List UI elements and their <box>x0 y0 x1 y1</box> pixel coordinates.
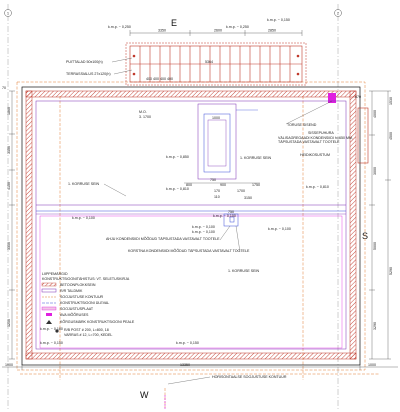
dim-bottom-right: 1000 <box>368 363 376 367</box>
label-sisu-3: TÄPSUSTADA VASTAVALT TOOTELE <box>278 140 340 144</box>
label-terrassialus: TERRASSIALUS 27x120(h) <box>66 72 111 76</box>
label-mo-size: 3. 1700 <box>139 115 151 119</box>
legend-item-7: KÕRGUSMÄRK KONSTRUKTSIOONI PEALE <box>60 319 135 324</box>
korruse-sein-bottom: 1. KORRUSE SEIN <box>228 269 260 273</box>
label-toruse: TORUSE SISEND <box>287 123 317 127</box>
stair-dim-a: 750 <box>210 178 216 182</box>
dim-left-1: 1860 <box>7 107 11 115</box>
dim-right-3: 5000 <box>373 242 377 250</box>
level-9: k.m.p. ~ 0,180 <box>40 327 63 331</box>
legend-item-3: SOOJUSTUSE KONTUUR <box>60 295 104 299</box>
dim-top-a: 3350 <box>158 29 166 33</box>
dim-1700: 1700 <box>237 189 245 193</box>
level-top-a: k.m.p. ~ 0,250 <box>108 25 131 29</box>
axis-1-bubble <box>4 9 12 17</box>
level-top-c: k.m.p. ~ 0,150 <box>267 18 290 22</box>
stair-width: 1000 <box>212 116 220 120</box>
stair-dim-d: 1750 <box>252 183 260 187</box>
orient-bottom: W <box>140 390 149 400</box>
dim-right-7: 1530 <box>389 97 393 105</box>
top-dimensions <box>129 30 303 36</box>
dim-right-1: 4000 <box>373 110 377 118</box>
heater-boxes <box>223 213 239 227</box>
label-sisu-1: SISSEPUHURA <box>308 131 334 135</box>
level-3: k.m.p. ~ 0,810 <box>306 185 329 189</box>
level-6: k.m.p. ~ 0,100 <box>268 227 291 231</box>
level-4: k.m.p. ~ 0,100 <box>213 214 236 218</box>
dim-left-4: 3350 <box>7 242 11 250</box>
axis-2-label: 2 <box>337 11 340 16</box>
magenta-corner-block <box>328 93 336 103</box>
dim-170: 170 <box>214 189 220 193</box>
dim-right-5: 4500 <box>389 132 393 140</box>
terrace-plank-dims: 400 400 400 400 <box>146 77 173 81</box>
level-top-b: k.m.p. ~ 0,250 <box>226 25 249 29</box>
dim-top-d: 5364 <box>205 60 213 64</box>
level-1: k.m.p. ~ 0,850 <box>166 155 189 159</box>
right-annex <box>357 107 369 164</box>
dim-right-2: 3000 <box>373 167 377 175</box>
terrace <box>125 42 307 86</box>
korruse-sein-left: 1. KORRUSE SEIN <box>68 182 100 186</box>
dim-right-top: 670 <box>355 95 361 99</box>
dim-top-b: 2600 <box>214 29 222 33</box>
label-horizontal-insulation: HORISONTAALSE SOOJUSTUSE KONTUUR <box>212 375 287 379</box>
dim-3150: 3150 <box>244 196 252 200</box>
korruse-sein-top-right: 1. KORRUSE SEIN <box>240 156 272 160</box>
label-sisu-2: VÄLISAGREGAADI KONDENSIIDI h=650 MM, <box>278 136 353 140</box>
legend-item-1: BETOONPLOKKSEIN <box>60 283 96 287</box>
dim-left-3: 4150 <box>7 182 11 190</box>
legend-item-6: AVA MÕÕRUSES <box>60 312 89 317</box>
dim-bottom-left: 1000 <box>5 363 13 367</box>
level-8: k.m.p. ~ 0,100 <box>192 230 215 234</box>
dim-top-c: 2850 <box>268 29 276 33</box>
legend-item-5: SOOJUSTUSPLAAT <box>60 307 94 311</box>
legend-title-2: KONSTRUKTSIOONITÄHISTUS: VT. SELETUSKIRJ… <box>42 277 130 281</box>
legend: LIIPPEMÄRGID KONSTRUKTSIOONITÄHISTUS: VT… <box>41 272 135 337</box>
dim-110: 110 <box>214 195 220 199</box>
legend-item-4: KONSTRUKTSIOONI ÜLEVAL <box>60 301 109 305</box>
grid-axes: 1 2 <box>4 4 342 410</box>
dim-750: 750 <box>228 210 234 214</box>
label-heidik: HEIDIKOSUSTUM <box>300 153 330 157</box>
block-walls <box>25 90 357 360</box>
right-dimensions <box>369 90 391 360</box>
axis-1-label: 1 <box>7 11 10 16</box>
label-puittalad: PUITTALAD 50x100(h) <box>66 60 103 64</box>
dim-right-6: 5290 <box>389 267 393 275</box>
orient-top: E <box>171 18 177 28</box>
post-marker-icon <box>55 329 59 333</box>
dim-left-5: 1250 <box>7 319 11 327</box>
level-10: k.m.p. ~ 0,150 <box>40 341 63 345</box>
dim-left-2: 3150 <box>7 146 11 154</box>
legend-post-2: VARRAS # 12, L=700, KEDEL <box>64 333 112 337</box>
stair-dim-b: 900 <box>220 183 226 187</box>
label-mo: M.O. <box>139 110 147 114</box>
axis-2-bubble <box>334 9 342 17</box>
legend-item-2: R/R TALDMIK <box>60 289 83 293</box>
outer-frame <box>21 86 361 366</box>
inner-contours <box>35 100 347 350</box>
stair-dim-c: 800 <box>186 183 192 187</box>
dim-left-top: 70 <box>2 86 6 90</box>
left-dimensions <box>9 90 15 360</box>
level-11: k.m.p. ~ 0,150 <box>176 341 199 345</box>
bottom-dimensions <box>2 364 398 370</box>
dim-bottom-total: 13350 <box>180 363 190 367</box>
legend-title-1: LIIPPEMÄRGID <box>42 272 68 276</box>
stair-block <box>197 103 258 180</box>
label-korstna: KORSTNA KONDENSIIDI MÕÕDUD TÄPSUSTADA VA… <box>128 248 250 253</box>
level-5: k.m.p. ~ 0,100 <box>72 216 95 220</box>
dim-right-4: 3290 <box>373 322 377 330</box>
label-ahju: AHJU KONDENSIIDI MÕÕDUD TÄPSUSTADA VASTA… <box>106 236 220 241</box>
legend-post-1: R/B POST # 200, L=800, 18 <box>64 328 109 332</box>
level-7: k.m.p. ~ 0,100 <box>192 225 215 229</box>
level-2: k.m.p. ~ 0,810 <box>166 187 189 191</box>
